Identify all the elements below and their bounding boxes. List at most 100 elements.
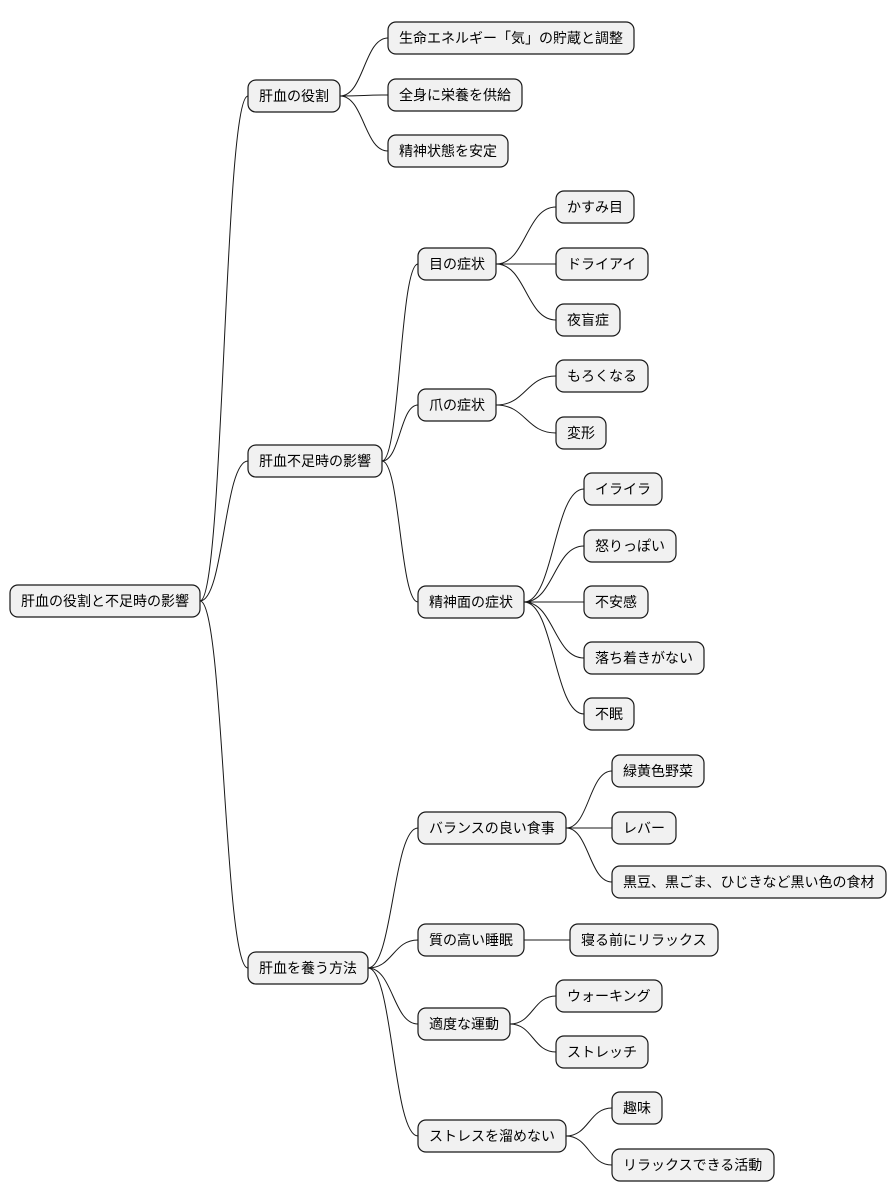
node-label: ドライアイ [567,257,636,273]
node-box [555,247,649,281]
mindmap-edge [199,460,249,602]
node-label: 精神状態を安定 [399,144,497,160]
mindmap-node: 適度な運動 [417,1007,511,1041]
node-box [417,1007,511,1041]
node-box [611,1091,663,1125]
node-label: 不眠 [595,707,623,723]
node-label: 精神面の症状 [429,595,513,611]
node-box [583,585,649,619]
mindmap-node: 精神状態を安定 [387,134,509,168]
mindmap-node: 緑黄色野菜 [611,754,705,788]
mindmap-root-node: 肝血の役割と不足時の影響 [9,584,201,618]
node-box [387,21,635,55]
mindmap-node: かすみ目 [555,190,635,224]
node-label: ストレスを溜めない [429,1129,555,1145]
node-label: 落ち着きがない [595,651,693,667]
node-box [583,641,705,675]
node-label: 爪の症状 [429,398,485,414]
node-box [247,444,383,478]
mindmap-node: ストレスを溜めない [417,1119,567,1153]
mindmap-node: 変形 [555,416,607,450]
mindmap-edge [339,37,389,97]
mindmap-edge [565,1135,613,1166]
mindmap-node: 夜盲症 [555,303,621,337]
mindmap-edge [495,263,557,321]
node-label: 夜盲症 [567,312,609,329]
mindmap-node: リラックスできる活動 [611,1148,775,1182]
mindmap-edge [523,488,585,603]
node-label: 肝血の役割と不足時の影響 [21,593,189,610]
node-label: 生命エネルギー「気」の貯蔵と調整 [399,30,623,47]
node-label: 寝る前にリラックス [581,932,707,949]
mindmap-edge [367,967,419,1025]
mindmap-edge [367,967,419,1137]
mindmap-node: 精神面の症状 [417,585,525,619]
node-box [555,190,635,224]
mindmap-node: 肝血を養う方法 [247,951,369,985]
mindmap-edge [523,545,585,603]
node-box [247,79,341,113]
node-label: 目の症状 [429,257,485,273]
mindmap-node: イライラ [583,472,663,506]
node-label: リラックスできる活動 [623,1158,762,1174]
node-box [9,584,201,618]
node-box [417,1119,567,1153]
node-label: 不安感 [595,594,637,611]
node-box [387,78,523,112]
mindmap-node: 生命エネルギー「気」の貯蔵と調整 [387,21,635,55]
node-label: 適度な運動 [429,1016,499,1033]
node-box [583,529,677,563]
node-label: 肝血を養う方法 [259,960,357,977]
mindmap-edge [495,206,557,265]
node-box [417,585,525,619]
node-label: ウォーキング [567,989,651,1005]
mindmap-edge [495,375,557,406]
node-box [569,923,719,957]
mindmap-edge [565,770,613,829]
node-box [555,1035,649,1069]
node-label: 怒りっぽい [595,539,665,555]
mindmap-node: 怒りっぽい [583,529,677,563]
mindmap-edge [367,939,419,969]
node-label: レバー [623,821,665,837]
mindmap-edge [367,827,419,969]
node-box [417,247,497,281]
node-box [611,1148,775,1182]
mindmap-node: 肝血不足時の影響 [247,444,383,478]
mindmap-edge [381,263,419,462]
mindmap-node: 不安感 [583,585,649,619]
mindmap-node: 不眠 [583,697,635,731]
node-label: 全身に栄養を供給 [399,87,511,104]
node-box [611,754,705,788]
node-label: もろくなる [567,369,637,385]
node-label: バランスの良い食事 [429,820,555,837]
node-box [387,134,509,168]
mindmap-edge [523,601,585,659]
node-box [583,472,663,506]
mindmap-edge [339,94,389,97]
mindmap-node: 爪の症状 [417,388,497,422]
node-box [611,865,887,899]
node-label: 緑黄色野菜 [623,763,693,780]
mindmap-node: 趣味 [611,1091,663,1125]
node-box [417,388,497,422]
node-box [555,359,649,393]
mindmap-edge [509,1023,557,1053]
mindmap-node: 質の高い睡眠 [417,923,525,957]
node-label: かすみ目 [567,200,623,216]
mindmap-edge [199,95,249,602]
mindmap-node: 寝る前にリラックス [569,923,719,957]
mindmap-node: 肝血の役割 [247,79,341,113]
mindmap-edge [199,600,249,969]
mindmap-node: バランスの良い食事 [417,811,567,845]
mindmap-edge [495,404,557,434]
mindmap-edge [381,404,419,462]
nodes-layer: 肝血の役割と不足時の影響 肝血の役割 生命エネルギー「気」の貯蔵と調整全身に栄養を供… [9,21,887,1182]
mindmap-node: レバー [611,811,677,845]
node-box [247,951,369,985]
node-label: イライラ [595,482,651,498]
mindmap-node: ストレッチ [555,1035,649,1069]
node-label: 黒豆、黒ごま、ひじきなど黒い色の食材 [623,874,874,891]
mindmap-node: 目の症状 [417,247,497,281]
